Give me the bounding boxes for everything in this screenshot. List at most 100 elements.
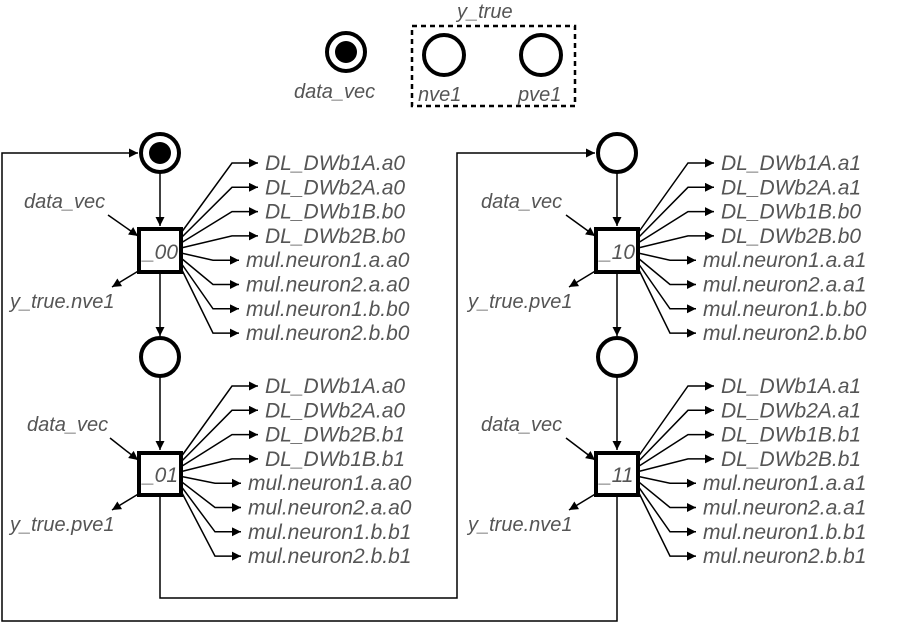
legend-marked-place bbox=[325, 31, 367, 73]
output-label: DL_DWb2B.b1 bbox=[265, 424, 405, 447]
output-label: mul.neuron2.b.b0 bbox=[703, 322, 867, 345]
output-label: mul.neuron1.b.b0 bbox=[246, 298, 410, 321]
output-label: DL_DWb1B.b1 bbox=[265, 448, 405, 471]
output-arc bbox=[637, 182, 714, 239]
output-label: mul.neuron2.a.a0 bbox=[248, 497, 412, 520]
output-arc bbox=[637, 231, 714, 249]
legend-place-pve1 bbox=[519, 33, 563, 77]
transition-01-output-label: y_true.pve1 bbox=[8, 514, 115, 536]
transition-10-output-label: y_true.pve1 bbox=[466, 291, 573, 313]
output-arc bbox=[180, 430, 258, 468]
transition-00-input-label: data_vec bbox=[24, 191, 105, 213]
arc-input-to-00 bbox=[107, 214, 139, 237]
legend-group-label: y_true bbox=[455, 1, 513, 23]
transition-10-input-label: data_vec bbox=[481, 191, 562, 213]
transition-00-label: _00 bbox=[141, 241, 178, 264]
transition-01-label: _01 bbox=[141, 464, 178, 487]
output-arc bbox=[637, 158, 714, 234]
output-label: mul.neuron2.b.b1 bbox=[703, 545, 866, 568]
transition-01-outputs: DL_DWb1A.a0DL_DWb2A.a0DL_DWb2B.b1DL_DWb1… bbox=[180, 375, 412, 568]
output-arc bbox=[637, 252, 696, 265]
arc-11-to-start-place bbox=[1, 148, 618, 622]
arc-input-to-10 bbox=[565, 214, 596, 237]
output-arc bbox=[180, 475, 241, 488]
legend-group-box bbox=[410, 24, 577, 108]
legend-place-nve1-label: nve1 bbox=[418, 84, 461, 106]
output-arc bbox=[637, 267, 696, 338]
output-label: mul.neuron1.a.a1 bbox=[703, 249, 866, 272]
right-middle-place bbox=[596, 336, 638, 378]
transition-00 bbox=[137, 227, 183, 274]
output-arc bbox=[180, 490, 241, 561]
output-arc bbox=[637, 257, 696, 289]
output-arc bbox=[637, 480, 696, 512]
output-arc bbox=[180, 182, 258, 239]
output-label: DL_DWb2A.a1 bbox=[721, 399, 861, 422]
output-arc bbox=[180, 454, 258, 473]
output-label: mul.neuron1.a.a0 bbox=[248, 472, 412, 495]
legend-marked-place-label: data_vec bbox=[294, 81, 375, 103]
output-label: mul.neuron2.b.b1 bbox=[248, 545, 411, 568]
output-arc bbox=[180, 252, 239, 265]
start-place-token bbox=[149, 142, 171, 164]
output-arc bbox=[637, 430, 714, 468]
right-top-place bbox=[596, 132, 638, 174]
output-arc bbox=[637, 485, 696, 537]
output-arc bbox=[637, 262, 696, 314]
output-arc bbox=[637, 207, 714, 244]
transition-00-output-label: y_true.nve1 bbox=[8, 291, 115, 313]
output-label: DL_DWb1A.a1 bbox=[721, 375, 861, 398]
output-label: mul.neuron1.a.a1 bbox=[703, 472, 866, 495]
output-arc bbox=[180, 231, 258, 249]
output-label: DL_DWb1B.b0 bbox=[265, 201, 405, 224]
transition-10-label: _10 bbox=[598, 241, 635, 264]
output-label: DL_DWb1A.a0 bbox=[265, 152, 405, 175]
output-label: DL_DWb1A.a0 bbox=[265, 375, 405, 398]
transition-11-input-label: data_vec bbox=[481, 414, 562, 436]
transition-00-outputs: DL_DWb1A.a0DL_DWb2A.a0DL_DWb1B.b0DL_DWb2… bbox=[180, 152, 410, 345]
right-net: _10 data_vec y_true.pve1 DL_DWb1A.a1DL_D… bbox=[466, 132, 867, 568]
legend-place-nve1 bbox=[422, 33, 466, 77]
transition-01-input-label: data_vec bbox=[27, 414, 108, 436]
output-label: DL_DWb1B.b1 bbox=[721, 424, 861, 447]
arc-01-to-right-top-place bbox=[159, 148, 595, 599]
output-label: DL_DWb2A.a0 bbox=[265, 399, 405, 422]
arc-input-to-01 bbox=[109, 437, 139, 461]
output-arc bbox=[180, 485, 241, 537]
arc-10-to-output-label bbox=[568, 269, 598, 288]
output-label: DL_DWb2B.b1 bbox=[721, 448, 861, 471]
output-label: mul.neuron2.a.a0 bbox=[246, 274, 410, 297]
output-arc bbox=[180, 381, 258, 458]
legend-place-pve1-label: pve1 bbox=[517, 84, 561, 106]
output-label: mul.neuron1.b.b1 bbox=[248, 521, 411, 544]
transition-11 bbox=[594, 451, 640, 497]
output-label: DL_DWb1B.b0 bbox=[721, 201, 861, 224]
output-label: mul.neuron1.a.a0 bbox=[246, 249, 410, 272]
output-arc bbox=[637, 405, 714, 463]
output-arc bbox=[180, 267, 239, 338]
left-middle-place bbox=[139, 336, 181, 378]
output-label: DL_DWb2B.b0 bbox=[265, 225, 405, 248]
arc-input-to-11 bbox=[565, 437, 596, 461]
arc-11-to-output-label bbox=[568, 492, 598, 511]
output-label: mul.neuron1.b.b0 bbox=[703, 298, 867, 321]
output-arc bbox=[637, 454, 714, 473]
transition-11-outputs: DL_DWb1A.a1DL_DWb2A.a1DL_DWb1B.b1DL_DWb2… bbox=[637, 375, 866, 568]
transition-10-outputs: DL_DWb1A.a1DL_DWb2A.a1DL_DWb1B.b0DL_DWb2… bbox=[637, 152, 867, 345]
output-label: DL_DWb2A.a1 bbox=[721, 176, 861, 199]
arc-01-to-output-label bbox=[111, 492, 141, 511]
output-arc bbox=[180, 158, 258, 234]
output-label: mul.neuron2.a.a1 bbox=[703, 497, 866, 520]
output-arc bbox=[180, 262, 239, 314]
output-label: mul.neuron2.a.a1 bbox=[703, 274, 866, 297]
output-label: DL_DWb2B.b0 bbox=[721, 225, 861, 248]
output-label: DL_DWb1A.a1 bbox=[721, 152, 861, 175]
output-label: mul.neuron2.b.b0 bbox=[246, 322, 410, 345]
output-label: mul.neuron1.b.b1 bbox=[703, 521, 866, 544]
legend: data_vec y_true nve1 pve1 bbox=[294, 1, 577, 108]
output-arc bbox=[180, 405, 258, 463]
transition-11-label: _11 bbox=[598, 464, 633, 487]
transition-11-output-label: y_true.nve1 bbox=[466, 514, 573, 536]
legend-marked-place-token bbox=[335, 41, 357, 63]
output-arc bbox=[180, 257, 239, 289]
